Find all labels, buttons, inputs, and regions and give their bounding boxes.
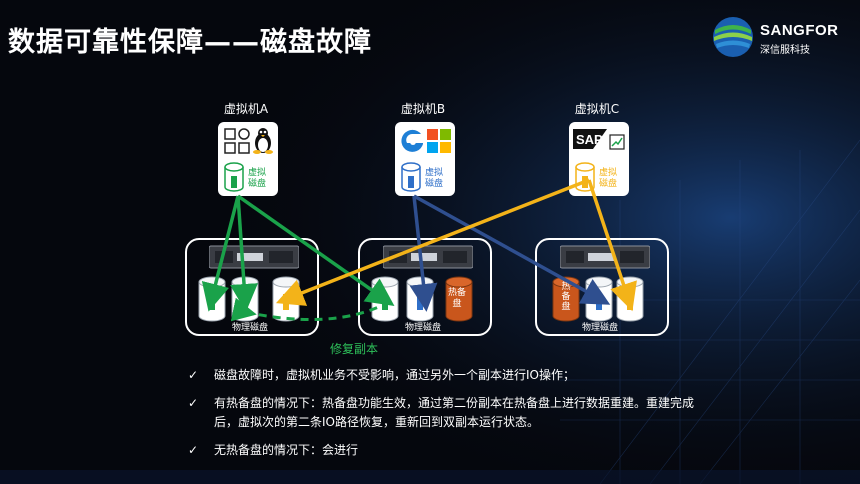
- vm-a-disk-label: 虚拟 磁盘: [248, 168, 267, 189]
- page-title: 数据可靠性保障——磁盘故障: [8, 27, 372, 58]
- linux-tux-icon: [253, 128, 273, 154]
- brand-name: SANGFOR: [760, 22, 839, 39]
- disk-a1: [198, 276, 226, 322]
- disk-b1: [371, 276, 399, 322]
- edge-browser-icon: [401, 129, 423, 152]
- brand-subtitle: 深信服科技: [760, 45, 810, 56]
- analytics-chart-icon: [609, 134, 625, 150]
- sangfor-logo-icon: [713, 17, 753, 57]
- repair-replica-label: 修复副本: [330, 342, 379, 356]
- virtual-disk-a-icon: [224, 162, 244, 192]
- host-c-label: 物理磁盘: [581, 323, 618, 333]
- check-icon: ✓: [188, 443, 199, 457]
- host-b-label: 物理磁盘: [404, 323, 441, 333]
- disk-b2: [406, 276, 434, 322]
- vm-a-label: 虚拟机A: [223, 102, 269, 116]
- disk-a2: [231, 276, 259, 322]
- windows-icon: [427, 129, 451, 153]
- svg-text:SAP: SAP: [576, 132, 603, 147]
- hot-spare-c-label: 热 备 盘: [561, 282, 571, 312]
- vm-a-card[interactable]: 虚拟 磁盘: [218, 122, 278, 196]
- disk-a3: [272, 276, 300, 322]
- apps-grid-icon: [224, 128, 250, 154]
- sap-logo-icon: SAP: [573, 129, 607, 149]
- check-icon: ✓: [188, 368, 199, 382]
- check-icon: ✓: [188, 396, 199, 410]
- vm-b-label: 虚拟机B: [400, 102, 446, 116]
- disk-c2: [585, 276, 613, 322]
- vm-c-label: 虚拟机C: [574, 102, 620, 116]
- disk-c3: [616, 276, 644, 322]
- host-a-label: 物理磁盘: [231, 323, 268, 333]
- hot-spare-b-label: 热备 盘: [447, 288, 466, 309]
